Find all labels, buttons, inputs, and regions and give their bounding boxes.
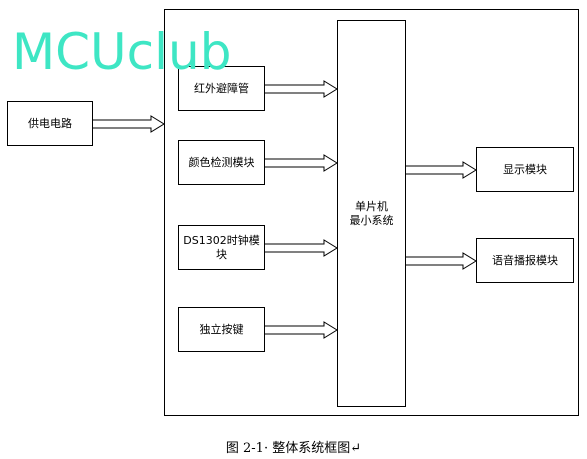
system-boundary	[164, 9, 579, 416]
color-detect-block: 颜色检测模块	[178, 140, 265, 185]
display-label: 显示模块	[503, 162, 547, 176]
keys-block: 独立按键	[178, 307, 265, 352]
arrow-clock-to-mcu	[265, 239, 338, 257]
mcu-label-line1: 单片机	[355, 199, 388, 213]
arrow-infrared-to-mcu	[265, 80, 338, 98]
figure-caption: 图 2-1· 整体系统框图↵	[225, 441, 362, 456]
watermark-logo: MCUclub	[12, 23, 232, 81]
power-label: 供电电路	[28, 116, 72, 130]
arrow-power-to-system	[93, 115, 165, 133]
clock-label: DS1302时钟模块	[183, 233, 260, 261]
infrared-label: 红外避障管	[194, 81, 249, 95]
voice-block: 语音播报模块	[476, 238, 574, 283]
arrow-mcu-to-display	[406, 161, 477, 179]
arrow-mcu-to-voice	[406, 252, 477, 270]
voice-label: 语音播报模块	[492, 253, 558, 267]
color-detect-label: 颜色检测模块	[188, 155, 255, 169]
keys-label: 独立按键	[199, 322, 244, 336]
infrared-block: 红外避障管	[178, 66, 265, 111]
arrow-color-to-mcu	[265, 154, 338, 172]
mcu-block: 单片机 最小系统	[337, 20, 406, 407]
display-block: 显示模块	[476, 147, 574, 192]
mcu-label-line2: 最小系统	[349, 213, 394, 227]
arrow-keys-to-mcu	[265, 321, 338, 339]
clock-block: DS1302时钟模块	[178, 225, 265, 270]
power-block: 供电电路	[7, 101, 93, 146]
